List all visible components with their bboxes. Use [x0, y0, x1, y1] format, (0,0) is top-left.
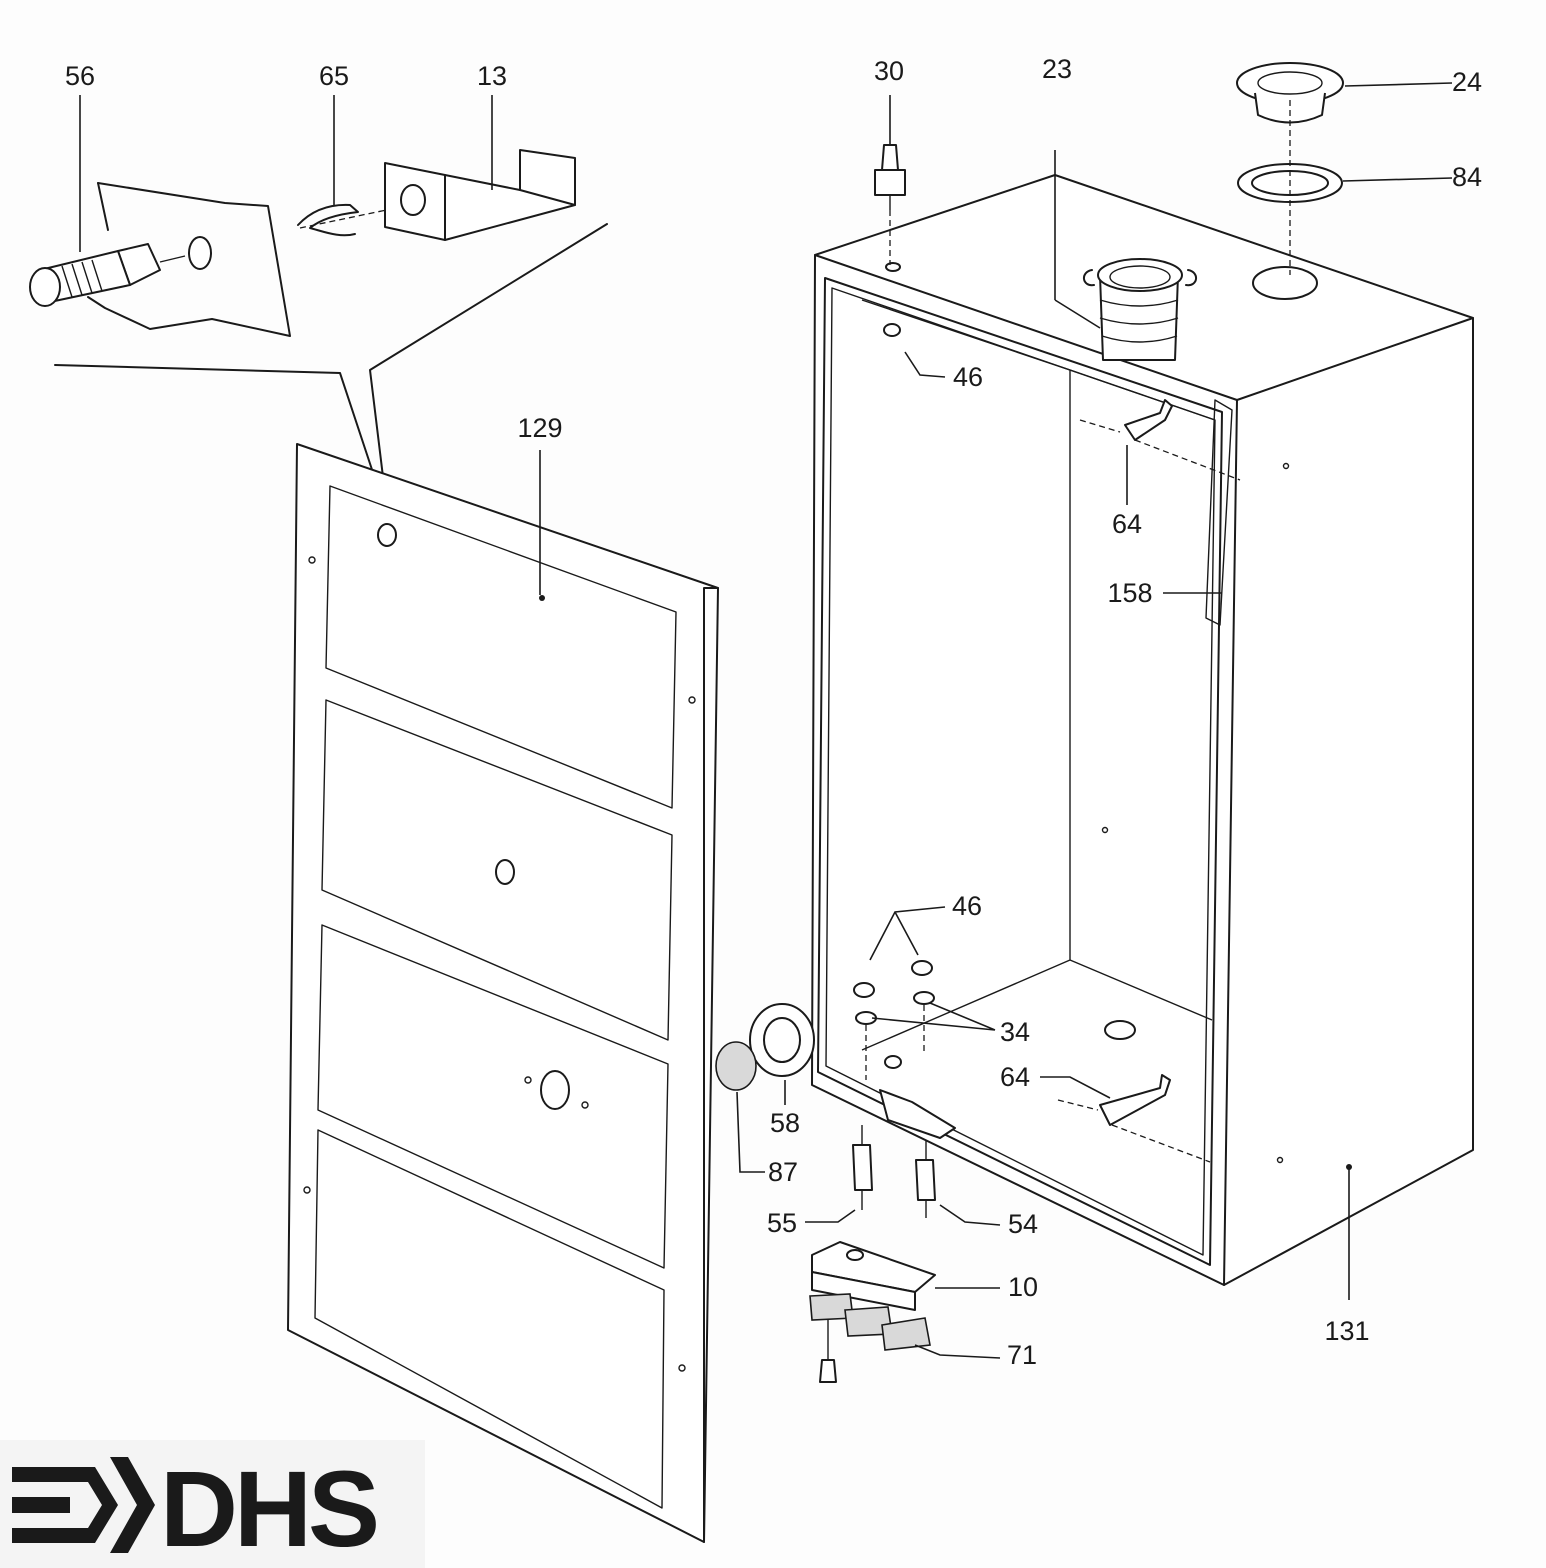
part-46-nuts-bottom	[853, 960, 935, 1080]
callout-58: 58	[770, 1108, 800, 1138]
cabinet-inner-left	[861, 299, 1071, 1051]
callout-46-bottom: 46	[952, 891, 982, 921]
detail-inset	[29, 149, 608, 519]
part-23-flue	[1083, 258, 1197, 361]
floor-hole	[1104, 1020, 1136, 1040]
part-30-fitting	[874, 144, 906, 210]
panel-hole-top	[377, 523, 397, 547]
part-10-block	[811, 1241, 936, 1311]
leader-23	[1054, 150, 1101, 329]
callout-46-top: 46	[953, 362, 983, 392]
inset-panel-edge	[97, 182, 109, 231]
callout-13: 13	[477, 61, 507, 91]
part-64-clip-bottom	[1057, 1074, 1211, 1163]
part-55-sensor	[852, 1125, 873, 1210]
callout-labels: 56 65 13 30 23 24 84 46 129 64 158 46 34…	[65, 54, 1482, 1370]
part-13-bracket	[384, 149, 576, 241]
front-panel-129	[287, 443, 719, 1543]
callout-55: 55	[767, 1208, 797, 1238]
dhs-logo: DHS	[0, 1440, 425, 1568]
callout-84: 84	[1452, 162, 1482, 192]
leader-lines	[79, 82, 1453, 1359]
callout-54: 54	[1008, 1209, 1038, 1239]
panel-window-1	[325, 485, 677, 809]
callout-23: 23	[1042, 54, 1072, 84]
logo-arrow-chevron	[110, 1457, 155, 1553]
callout-158: 158	[1107, 578, 1152, 608]
callout-71: 71	[1007, 1340, 1037, 1370]
part-24-grommet	[1236, 62, 1344, 124]
inset-hole	[188, 236, 212, 270]
logo-arrow-outline	[12, 1467, 118, 1543]
part-71-pads	[809, 1293, 931, 1383]
callout-24: 24	[1452, 67, 1482, 97]
mounting-plate	[879, 1089, 956, 1139]
logo-arrow-bar	[12, 1497, 70, 1513]
front-panel-edge	[703, 587, 719, 1543]
panel-window-2	[321, 699, 673, 1041]
part-87-disc	[715, 1041, 757, 1091]
logo-background	[0, 1440, 425, 1568]
cabinet-inner-floor	[1069, 959, 1213, 1021]
cabinet-131	[811, 150, 1474, 1286]
callout-131: 131	[1324, 1316, 1369, 1346]
callout-64-bottom: 64	[1000, 1062, 1030, 1092]
part-46-top-nut	[883, 323, 901, 337]
panel-window-3	[317, 924, 669, 1269]
panel-window-4	[314, 1129, 665, 1509]
part-64-clip-top	[1079, 399, 1241, 481]
inset-panel-outline	[87, 182, 291, 337]
callout-34: 34	[1000, 1017, 1030, 1047]
callout-87: 87	[768, 1157, 798, 1187]
callout-129: 129	[517, 413, 562, 443]
panel-hole-middle	[495, 859, 515, 885]
cabinet-front-frame	[817, 277, 1223, 1266]
part-65-clip	[297, 203, 359, 237]
panel-hole-large	[540, 1070, 570, 1110]
callout-56: 56	[65, 61, 95, 91]
cabinet-top-hole	[1252, 266, 1318, 300]
callout-10: 10	[1008, 1272, 1038, 1302]
part-58-grommet	[749, 1003, 815, 1077]
part-158-strip	[1205, 399, 1233, 626]
callout-65: 65	[319, 61, 349, 91]
detail-pointer-right	[369, 223, 608, 519]
front-panel-outline	[287, 443, 719, 1543]
cabinet-corner-edge	[1223, 399, 1238, 1286]
cabinet-inner-top	[1069, 369, 1216, 421]
callout-64-top: 64	[1112, 509, 1142, 539]
part-54-sensor	[915, 1140, 936, 1218]
callout-30: 30	[874, 56, 904, 86]
logo-text: DHS	[160, 1448, 376, 1568]
part-56-sensor	[29, 243, 186, 307]
